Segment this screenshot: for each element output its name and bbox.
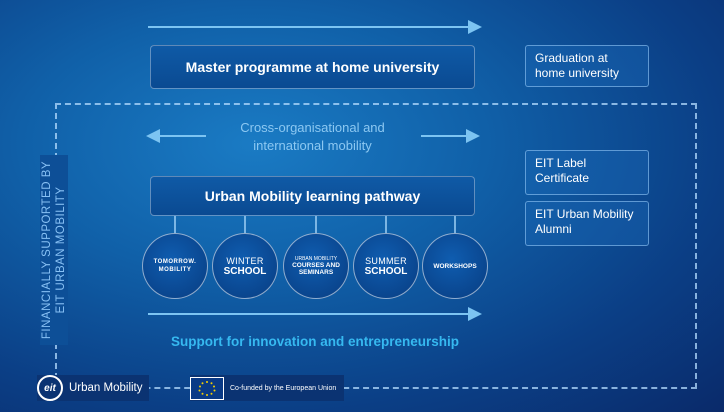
courses-seminars-circle: URBAN MOBILITY COURSES AND SEMINARS <box>283 233 349 299</box>
eit-label-box: EIT Label Certificate <box>525 150 649 195</box>
financially-supported-label: FINANCIALLY SUPPORTED BY EIT URBAN MOBIL… <box>40 155 68 345</box>
eit-urban-mobility-logo: eit Urban Mobility <box>37 375 149 401</box>
support-innovation-label: Support for innovation and entrepreneurs… <box>170 334 459 349</box>
alumni-box: EIT Urban Mobility Alumni <box>525 201 649 246</box>
eit-org-name: Urban Mobility <box>69 382 143 394</box>
tomorrow-line2: MOBILITY <box>158 267 192 273</box>
graduation-label: Graduation at home university <box>535 51 620 80</box>
winter-school-circle: WINTER SCHOOL <box>212 233 278 299</box>
winter-line1: WINTER <box>226 255 264 266</box>
tomorrow-line1: TOMORROW. <box>153 259 197 265</box>
alumni-text: EIT Urban Mobility Alumni <box>535 207 634 236</box>
workshops-line1: WORKSHOPS <box>433 262 477 270</box>
master-programme-label: Master programme at home university <box>185 59 440 75</box>
eit-label-text: EIT Label Certificate <box>535 156 590 185</box>
eu-cofunded-text: Co-funded by the European Union <box>230 384 337 392</box>
courses-line3: SEMINARS <box>298 269 334 276</box>
winter-line2: SCHOOL <box>223 265 267 277</box>
learning-pathway-label: Urban Mobility learning pathway <box>204 188 421 204</box>
top-right-arrow <box>148 20 482 34</box>
learning-pathway-box: Urban Mobility learning pathway <box>150 176 475 216</box>
bidirectional-arrows <box>146 129 480 143</box>
eu-cofunded-logo: Co-funded by the European Union <box>190 375 345 401</box>
courses-line1: URBAN MOBILITY <box>294 256 338 262</box>
master-programme-box: Master programme at home university <box>150 45 475 89</box>
bottom-right-arrow <box>148 307 482 321</box>
graduation-box: Graduation at home university <box>525 45 649 87</box>
tomorrow-mobility-circle: TOMORROW. MOBILITY <box>142 233 208 299</box>
cross-organisational-label: Cross-organisational and international m… <box>240 120 385 153</box>
eit-logo-mark: eit <box>37 375 63 401</box>
workshops-circle: WORKSHOPS <box>422 233 488 299</box>
eu-flag-icon <box>190 376 224 400</box>
summer-line1: SUMMER <box>365 255 407 266</box>
summer-school-circle: SUMMER SCHOOL <box>353 233 419 299</box>
summer-line2: SCHOOL <box>364 265 408 277</box>
courses-line2: COURSES AND <box>292 262 340 269</box>
